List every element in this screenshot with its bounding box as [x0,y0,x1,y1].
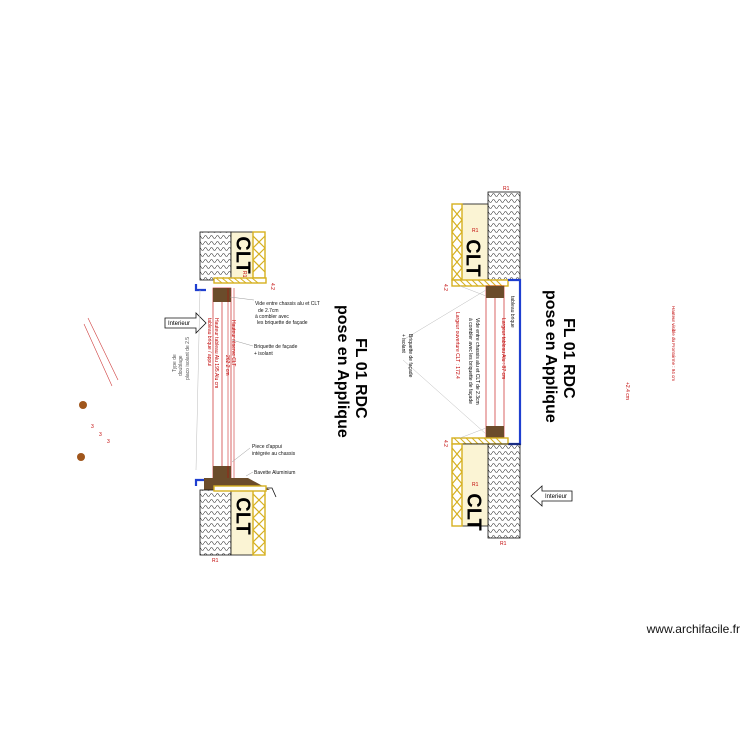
left-dim-hauteur-value: 262.2 cm [224,355,230,376]
watermark-text[interactable]: www.archifacile.fr [646,622,740,636]
right-window-frame: Largeur ouverture CLT : 172.4 Largeur ta… [454,278,522,446]
right-annot-brique-2: + isolant [400,334,406,353]
left-bottom-clt-label: CLT [232,497,254,534]
right-title-line1: FL 01 RDC [560,318,577,399]
right-bottom-wall: CLT R1 R1 4.2 [442,437,521,547]
right-bottom-42: 4.2 [442,440,448,447]
right-top-r1b: R1 [472,228,479,234]
right-interieur-label: Interieur [545,494,567,500]
left-marker-dot-1 [79,401,87,409]
left-doublage: Type de doublage placo isolant de 2.5 3 … [77,289,201,471]
right-side-note-2: +2.4 cm [624,382,630,400]
left-tick-2: 3 [99,432,102,438]
left-dim-tableau-2: tableau brique / appui [206,318,212,366]
left-top-r1: R1 [241,271,247,278]
right-bottom-r1b: R1 [500,541,507,547]
left-annot-vide-3: à combler avec [255,314,289,320]
left-tick-3: 3 [107,439,110,445]
right-annot-brique-1: Briquette de façade [407,334,413,378]
right-dim-largeur-alu: Largeur tableau Alu : 87 cm [500,318,506,379]
right-side-notes: Hauteur visible du Frontoirme : 94 cm +2… [624,306,676,400]
left-marker-dot-2 [77,453,85,461]
left-bottom-r1: R1 [212,558,219,564]
left-section: CLT R1 4.2 Hauteur réserve CLT 262.2 cm … [77,231,369,564]
left-dim-hauteur-clt: Hauteur réserve CLT [230,320,236,366]
left-bottom-wall: CLT R1 [194,478,277,564]
left-annot-brique-2: + isolant [254,351,273,357]
left-annot-vide-1: Vide entre chassis alu et CLT [255,301,320,307]
left-interieur-arrow: Interieur [164,312,207,334]
right-top-42: 4.2 [442,284,448,291]
right-annot-vide-2: à combler avec les briquette de façade [467,318,473,404]
left-annotations: Vide entre chassis alu et CLT de 2.7cm à… [229,296,320,477]
left-window-frame: Hauteur réserve CLT 262.2 cm Hauteur tab… [206,287,236,481]
right-bottom-r1: R1 [472,482,479,488]
right-dim-tableau: tableau brique [509,296,515,328]
left-top-42: 4.2 [269,283,275,290]
left-annot-vide-2: de 2.7cm [258,308,279,314]
left-doublage-3: placo isolant de 2.5 [185,337,191,380]
left-top-wall: CLT R1 4.2 [194,231,275,292]
left-annot-bavette: Bavette Aluminium [254,470,295,476]
left-top-clt-label: CLT [232,236,254,273]
left-title: FL 01 RDC pose en Applique [334,305,369,438]
left-annot-piece-1: Piece d'appui [252,444,282,450]
left-title-line1: FL 01 RDC [352,338,369,419]
right-interieur-arrow: Interieur [530,485,573,507]
left-interieur-label: Interieur [168,321,190,327]
left-doublage-1: Type de [172,354,178,372]
right-side-note: Hauteur visible du Frontoirme : 94 cm [671,306,676,381]
left-tick-1: 3 [91,424,94,430]
right-section: CLT R1 R1 4.2 Largeur ouverture CLT : 17… [400,186,676,547]
right-dim-largeur-clt: Largeur ouverture CLT : 172.4 [454,312,460,379]
left-doublage-2: doublage [178,355,184,376]
left-annot-vide-4: les briquette de façade [257,320,308,326]
right-title-line2: pose en Applique [542,290,559,423]
left-dim-tableau: Hauteur tableau Alu 195.Alu cm [213,318,219,388]
right-top-r1: R1 [503,186,510,192]
right-title: FL 01 RDC pose en Applique [542,290,577,423]
right-top-clt-label: CLT [462,239,484,276]
left-annot-brique-1: Briquette de façade [254,344,298,350]
left-annot-piece-2: intégrée au chassis [252,451,296,457]
right-annotations: Briquette de façade + isolant Vide entre… [400,285,487,439]
right-bottom-clt-label: CLT [463,493,485,530]
right-top-wall: CLT R1 R1 4.2 [442,186,521,291]
left-title-line2: pose en Applique [334,305,351,438]
right-annot-vide-1: Vide entre chassis alu et CLT de 2.3cm [474,318,480,405]
